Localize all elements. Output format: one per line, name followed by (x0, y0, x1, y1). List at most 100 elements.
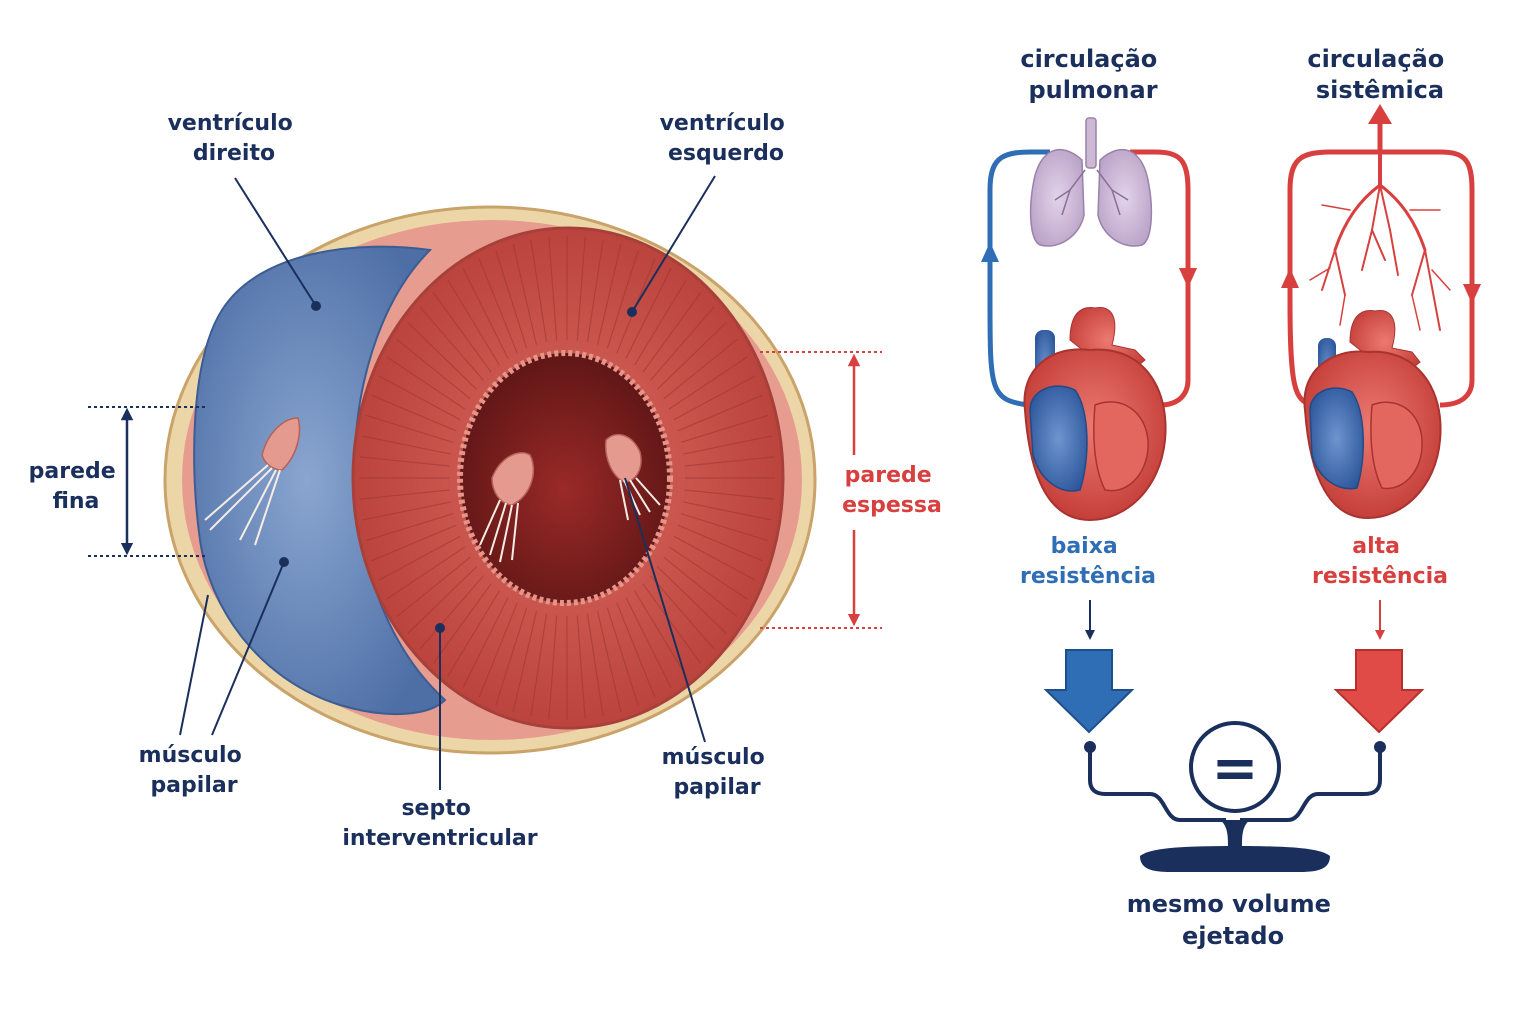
muscle-fiber (680, 414, 769, 443)
heart-cross-section (163, 205, 817, 755)
label-papillary-muscle-left: músculo papilar (139, 743, 250, 798)
muscle-fiber (625, 268, 672, 359)
muscle-fiber (447, 590, 500, 677)
label-thick-wall: parede espessa (842, 463, 942, 518)
label-pulmonary-circulation: circulação pulmonar (1020, 45, 1165, 104)
muscle-fiber (673, 535, 756, 581)
papillary-muscle-lv-left (479, 452, 535, 563)
muscle-fiber (586, 613, 604, 717)
muscle-fiber (447, 279, 500, 366)
muscle-fiber (462, 268, 509, 359)
muscle-fiber (478, 258, 518, 354)
muscle-fiber (359, 489, 450, 500)
muscle-fiber (683, 435, 772, 455)
muscle-fiber (432, 583, 492, 664)
muscle-fiber (596, 244, 622, 345)
muscle-fiber (530, 239, 548, 343)
leader-dots (279, 301, 637, 633)
muscle-fiber (625, 597, 672, 688)
muscle-fiber (396, 556, 471, 618)
muscle-fiber (462, 597, 509, 688)
muscle-fiber (530, 613, 548, 717)
leader-lines (179, 175, 716, 790)
papillary-muscle-lv-right (604, 433, 661, 521)
muscle-fiber (362, 501, 451, 521)
heart-icon-systemic (1303, 309, 1442, 520)
lungs-icon (1029, 117, 1153, 247)
muscle-fiber (586, 239, 604, 343)
equals-icon: = (1212, 736, 1259, 801)
label-right-ventricle: ventrículo direito (168, 111, 301, 166)
equals-badge (1189, 721, 1281, 813)
muscle-fiber (386, 546, 466, 600)
muscle-fiber (362, 435, 451, 455)
muscle-fiber (371, 524, 457, 562)
label-septum: septo interventricular (342, 796, 537, 851)
muscle-fiber (634, 279, 687, 366)
muscle-fiber (512, 611, 538, 712)
muscle-fiber (512, 244, 538, 345)
pulmonary-circuit: circulação pulmonar baixa resistência (981, 45, 1197, 734)
muscle-fiber (606, 607, 639, 706)
muscle-fiber (478, 602, 518, 698)
label-high-resistance: alta resistência (1312, 534, 1448, 589)
muscle-fiber (419, 306, 485, 381)
muscle-fiber (576, 236, 586, 341)
muscle-fiber (663, 556, 738, 618)
muscle-fiber (359, 456, 450, 467)
muscle-fiber (668, 546, 748, 600)
muscle-fiber (684, 489, 775, 500)
muscle-fiber (407, 322, 478, 390)
label-papillary-muscle-right: músculo papilar (662, 745, 773, 800)
muscle-fibers (359, 236, 775, 720)
muscle-fiber (656, 322, 727, 390)
muscle-fiber (576, 615, 586, 720)
muscle-fiber (407, 566, 478, 634)
vessel-tree-icon (1309, 150, 1451, 331)
muscle-fiber (642, 583, 702, 664)
muscle-fiber (649, 575, 715, 650)
muscle-fiber (634, 590, 687, 677)
muscle-fiber (677, 524, 763, 562)
label-left-ventricle: ventrículo esquerdo (660, 111, 793, 166)
muscle-fiber (396, 338, 471, 400)
label-low-resistance: baixa resistência (1020, 534, 1156, 589)
thick-wall-measure (760, 351, 882, 629)
muscle-fiber (663, 338, 738, 400)
muscle-fiber (365, 513, 454, 542)
systemic-circuit: circulação sistêmica alta resistência (1281, 45, 1481, 734)
muscle-fiber (495, 607, 528, 706)
muscle-fiber (684, 456, 775, 467)
label-thin-wall: parede fina (29, 459, 124, 514)
muscle-fiber (432, 292, 492, 373)
heart-icon-pulmonary (1023, 306, 1167, 522)
muscle-fiber (680, 513, 769, 542)
muscle-fiber (596, 611, 622, 712)
muscle-fiber (548, 615, 558, 720)
muscle-fiber (677, 394, 763, 432)
muscle-fiber (642, 292, 702, 373)
muscle-fiber (386, 356, 466, 410)
muscle-fiber (673, 375, 756, 421)
balance-scale: = mesmo volume ejetado (1084, 721, 1386, 950)
muscle-fiber (378, 375, 461, 421)
muscle-fiber (548, 236, 558, 341)
muscle-fiber (606, 250, 639, 349)
label-same-volume: mesmo volume ejetado (1127, 890, 1340, 950)
muscle-fiber (495, 250, 528, 349)
muscle-fiber (656, 566, 727, 634)
muscle-fiber (649, 306, 715, 381)
muscle-fiber (668, 356, 748, 410)
left-ventricle-cavity (457, 350, 673, 606)
muscle-fiber (378, 535, 461, 581)
down-arrow-blue (1043, 649, 1135, 734)
muscle-fiber (365, 414, 454, 443)
label-systemic-circulation: circulação sistêmica (1307, 45, 1452, 104)
muscle-fiber (419, 575, 485, 650)
papillary-muscle-rv (204, 417, 301, 546)
muscle-fiber (683, 501, 772, 521)
down-arrow-red (1333, 649, 1425, 734)
muscle-fiber (371, 394, 457, 432)
muscle-fiber (616, 602, 656, 698)
